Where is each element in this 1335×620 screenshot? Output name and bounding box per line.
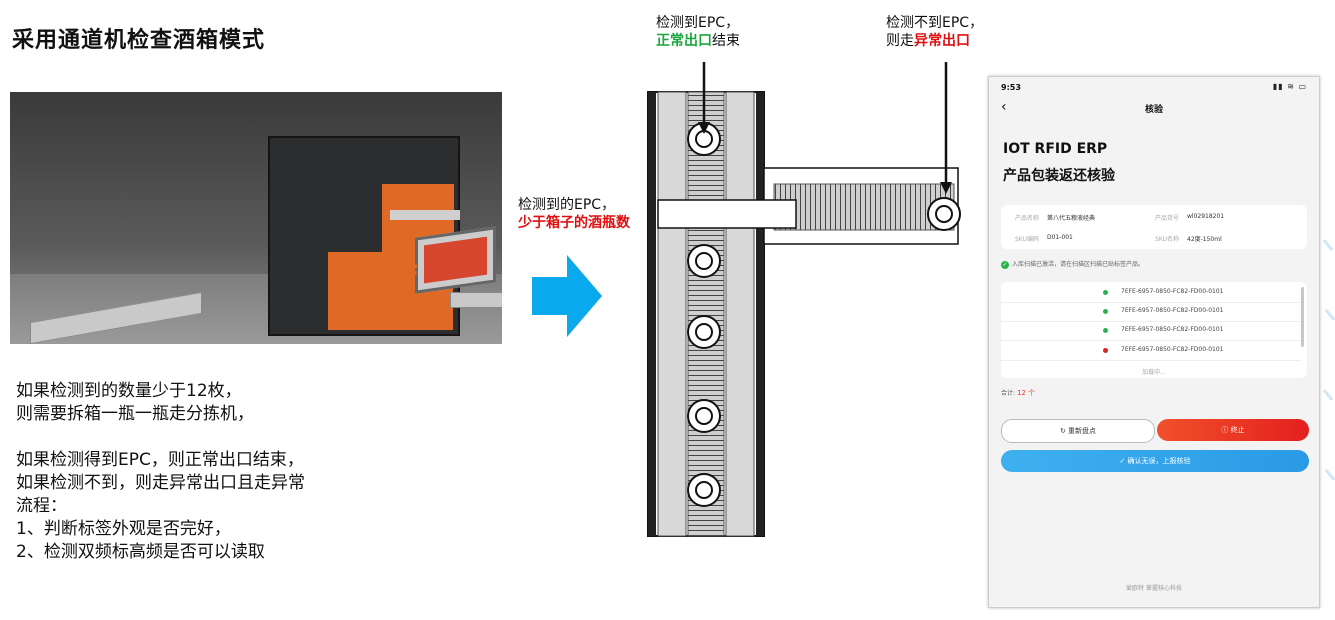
list-item: 7EFE-6957-0850-FC82-FD00-0101 — [1001, 303, 1301, 322]
total-value: 12 个 — [1016, 389, 1036, 397]
abnormal-exit-highlight: 异常出口 — [914, 33, 970, 49]
phone-mockup: 9:53 ▮▮ ≋ ▭ ‹ 核验 IOT RFID ERP 产品包装返还核验 产… — [988, 76, 1320, 608]
list-item: 7EFE-6957-0850-FC82-FD00-0101 — [1001, 284, 1301, 303]
app-footer: 爱欧特 掌握核心科技 — [1126, 585, 1182, 592]
nav-title: 核验 — [1144, 105, 1163, 115]
loading-text: 加载中... — [1142, 369, 1166, 376]
list-scrollbar[interactable] — [1301, 287, 1304, 347]
epc-code: 7EFE-6957-0850-FC82-FD00-0101 — [1121, 307, 1224, 314]
total-label: 合计: — [1001, 390, 1016, 397]
confirm-label: 确认无误，上报核验 — [1127, 457, 1191, 465]
back-icon[interactable]: ‹ — [1001, 99, 1007, 115]
desc-line: 则需要拆箱一瓶一瓶走分拣机， — [16, 404, 254, 424]
normal-exit-label: 检测到EPC， 正常出口结束 — [656, 14, 740, 50]
product-name-label: 产品名称 — [1015, 215, 1040, 222]
stop-label: 终止 — [1230, 426, 1245, 434]
desc-line: 流程： — [16, 496, 67, 516]
check-icon: ✓ — [1001, 260, 1009, 269]
product-code-label: 产品货号 — [1155, 215, 1180, 222]
epc-list[interactable]: 7EFE-6957-0850-FC82-FD00-0101 7EFE-6957-… — [1001, 282, 1307, 378]
status-ok-dot — [1103, 309, 1108, 314]
side-label-line2: 少于箱子的酒瓶数 — [518, 215, 630, 231]
status-error-dot — [1103, 348, 1108, 353]
status-ok-dot — [1103, 290, 1108, 295]
list-item: 7EFE-6957-0850-FC82-FD00-0101 — [1001, 342, 1301, 361]
recount-button[interactable]: ↻ 重新盘点 — [1001, 419, 1155, 443]
process-description: 如果检测到的数量少于12枚， 则需要拆箱一瓶一瓶走分拣机， 如果检测得到EPC，… — [16, 380, 305, 564]
desc-line: 1、判断标签外观是否完好， — [16, 519, 231, 539]
product-name-value: 第八代五粮液经典 — [1047, 215, 1096, 222]
sku-name-value: 42度-150ml — [1187, 236, 1222, 243]
side-label: 检测到的EPC， 少于箱子的酒瓶数 — [518, 196, 630, 232]
desc-line: 2、检测双频标高频是否可以读取 — [16, 542, 265, 562]
status-ok-dot — [1103, 328, 1108, 333]
desc-line: 如果检测不到，则走异常出口且走异常 — [16, 473, 305, 493]
app-heading: IOT RFID ERP — [1003, 141, 1108, 157]
slide-title: 采用通道机检查酒箱模式 — [12, 28, 266, 53]
normal-exit-line1: 检测到EPC， — [656, 15, 740, 31]
rfid-tunnel-machine-photo: RF — [10, 92, 502, 344]
photo-monitor-arm — [390, 210, 460, 220]
normal-exit-rest: 结束 — [712, 33, 740, 49]
photo-logo-rf: RF — [382, 260, 421, 288]
refresh-icon: ↻ — [1059, 427, 1069, 435]
check-circle-icon: ✓ — [1119, 457, 1128, 465]
scan-notice: ✓入库扫描已激活，请在扫描区扫描已贴标签产品。 — [1001, 259, 1144, 269]
stop-button[interactable]: ⓘ 终止 — [1157, 419, 1309, 441]
abnormal-exit-prefix: 则走 — [886, 33, 914, 49]
sku-name-label: SKU名称 — [1155, 236, 1179, 243]
status-time: 9:53 — [1001, 83, 1021, 92]
sorting-conveyor-diagram — [647, 62, 961, 537]
flow-arrow-icon — [532, 255, 602, 337]
product-info-card: 产品名称 第八代五粮液经典 产品货号 wl02918201 SKU编码 D01-… — [1001, 205, 1307, 249]
alert-icon: ⓘ — [1221, 426, 1231, 434]
total-count: 合计: 12 个 — [1001, 388, 1035, 398]
nav-bar: ‹ 核验 — [989, 95, 1319, 125]
epc-code: 7EFE-6957-0850-FC82-FD00-0101 — [1121, 346, 1224, 353]
sku-code-label: SKU编码 — [1015, 236, 1039, 243]
side-label-line1: 检测到的EPC， — [518, 197, 616, 213]
desc-line: 如果检测得到EPC，则正常出口结束， — [16, 450, 304, 470]
photo-monitor — [415, 226, 496, 294]
product-code-value: wl02918201 — [1187, 213, 1225, 220]
desc-line: 如果检测到的数量少于12枚， — [16, 381, 242, 401]
scan-notice-text: 入库扫描已激活，请在扫描区扫描已贴标签产品。 — [1012, 261, 1145, 268]
epc-code: 7EFE-6957-0850-FC82-FD00-0101 — [1121, 326, 1224, 333]
list-item: 7EFE-6957-0850-FC82-FD00-0101 — [1001, 322, 1301, 341]
decorative-pattern — [1322, 239, 1335, 481]
abnormal-exit-line1: 检测不到EPC， — [886, 15, 984, 31]
abnormal-exit-label: 检测不到EPC， 则走异常出口 — [886, 14, 983, 50]
normal-exit-highlight: 正常出口 — [656, 33, 712, 49]
app-subheading: 产品包装返还核验 — [1003, 168, 1115, 184]
status-icons: ▮▮ ≋ ▭ — [1272, 82, 1307, 91]
confirm-report-button[interactable]: ✓ 确认无误，上报核验 — [1001, 450, 1309, 472]
sku-code-value: D01-001 — [1047, 234, 1073, 241]
photo-conveyor-right — [450, 292, 502, 308]
recount-label: 重新盘点 — [1068, 427, 1097, 435]
epc-code: 7EFE-6957-0850-FC82-FD00-0101 — [1121, 288, 1224, 295]
